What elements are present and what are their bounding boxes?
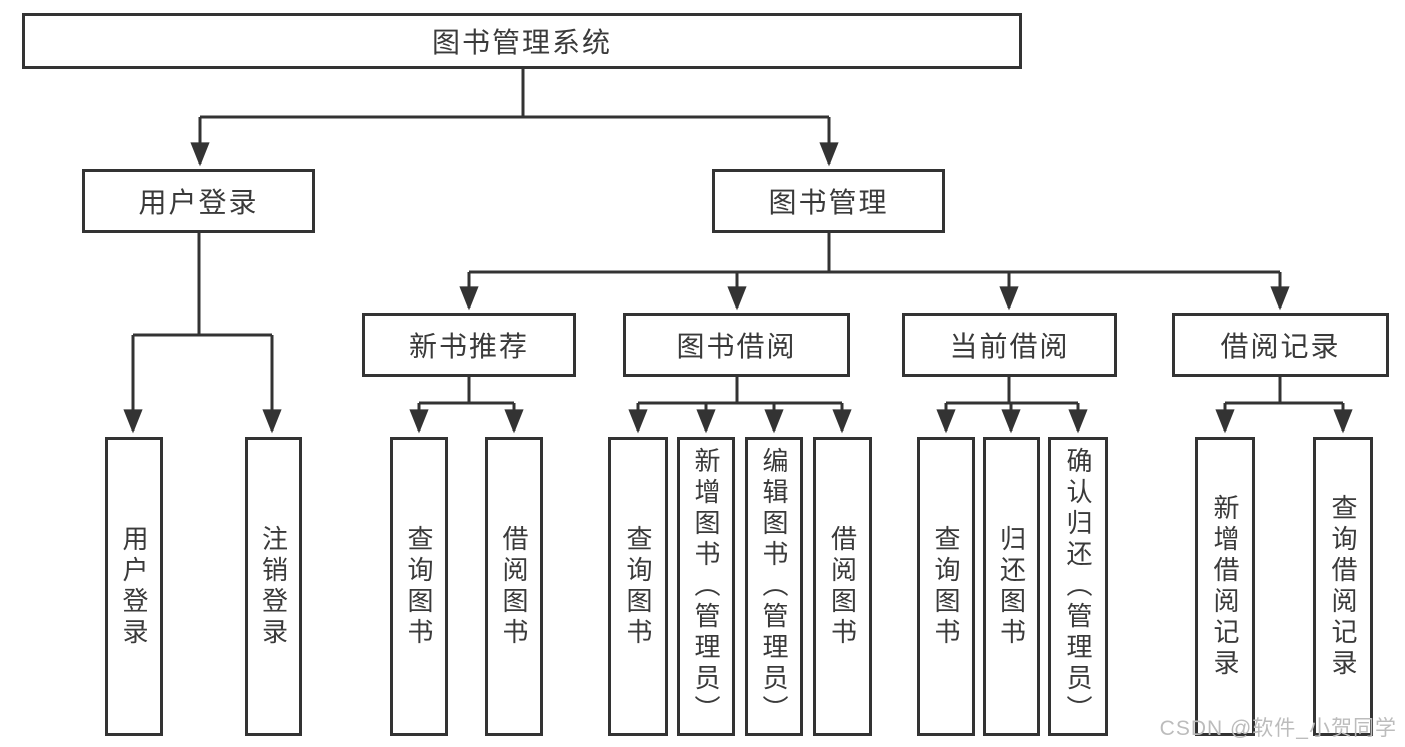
- node-library-management-system: 图书管理系统: [22, 13, 1022, 69]
- leaf-borrow-borrow-books: 借阅图书: [813, 437, 872, 736]
- csdn-watermark: CSDN @软件_小贺同学: [1159, 717, 1397, 740]
- node-label: 用户登录: [138, 187, 259, 218]
- node-new-book-recommend: 新书推荐: [362, 313, 576, 377]
- node-label: 图书管理系统: [431, 27, 612, 58]
- leaf-current-query-books: 查询图书: [917, 437, 975, 736]
- leaf-current-confirm-return-admin: 确认归还（管理员）: [1048, 437, 1108, 736]
- leaf-label: 查询图书: [404, 524, 434, 649]
- leaf-label: 查询借阅记录: [1328, 493, 1358, 680]
- node-book-management: 图书管理: [712, 169, 945, 233]
- leaf-borrow-query-books: 查询图书: [608, 437, 668, 736]
- node-book-borrow: 图书借阅: [623, 313, 850, 377]
- leaf-newbook-borrow-books: 借阅图书: [485, 437, 543, 736]
- leaf-user-login: 用户登录: [105, 437, 163, 736]
- leaf-records-add-borrow-record: 新增借阅记录: [1195, 437, 1255, 736]
- leaf-logout: 注销登录: [245, 437, 302, 736]
- node-label: 当前借阅: [949, 331, 1070, 362]
- leaf-label: 注销登录: [258, 524, 289, 649]
- leaf-newbook-query-books: 查询图书: [390, 437, 448, 736]
- leaf-label: 归还图书: [996, 524, 1027, 649]
- leaf-label: 借阅图书: [827, 524, 858, 649]
- leaf-records-query-borrow-record: 查询借阅记录: [1313, 437, 1373, 736]
- node-borrow-records: 借阅记录: [1172, 313, 1389, 377]
- leaf-label: 新增图书（管理员）: [691, 447, 721, 726]
- node-current-borrow: 当前借阅: [902, 313, 1117, 377]
- node-label: 图书管理: [768, 187, 889, 218]
- leaf-label: 新增借阅记录: [1210, 493, 1240, 680]
- node-label: 新书推荐: [408, 331, 529, 362]
- leaf-label: 借阅图书: [499, 524, 529, 649]
- leaf-label: 确认归还（管理员）: [1063, 447, 1093, 726]
- leaf-label: 编辑图书（管理员）: [759, 447, 789, 726]
- leaf-label: 查询图书: [931, 524, 961, 649]
- node-label: 借阅记录: [1220, 331, 1341, 362]
- node-label: 图书借阅: [676, 331, 797, 362]
- leaf-borrow-add-books-admin: 新增图书（管理员）: [677, 437, 735, 736]
- leaf-current-return-books: 归还图书: [983, 437, 1040, 736]
- node-user-login: 用户登录: [82, 169, 315, 233]
- leaf-borrow-edit-books-admin: 编辑图书（管理员）: [745, 437, 803, 736]
- leaf-label: 查询图书: [623, 524, 653, 649]
- leaf-label: 用户登录: [119, 524, 149, 649]
